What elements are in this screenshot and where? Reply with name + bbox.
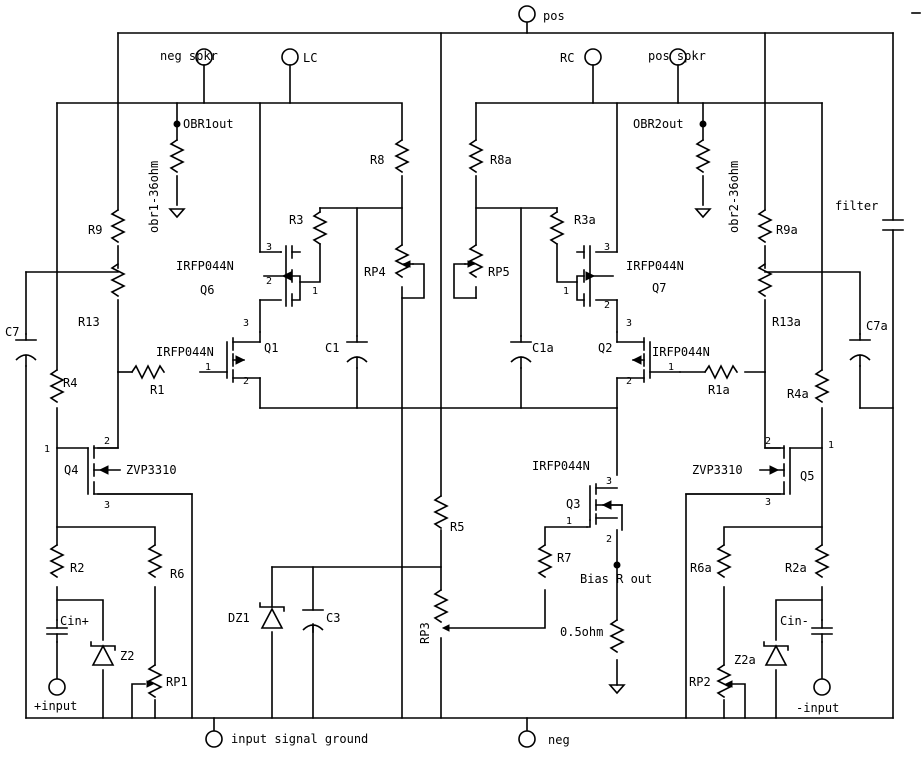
pin-number: 3 bbox=[606, 476, 612, 487]
r8a-label: R8a bbox=[490, 153, 512, 167]
q2-part-label: IRFP044N bbox=[652, 345, 710, 359]
dz1-label: DZ1 bbox=[228, 611, 250, 625]
bias-out-label: Bias R out bbox=[580, 572, 652, 586]
pin-number: 1 bbox=[828, 440, 834, 451]
q3-label: Q3 bbox=[566, 497, 580, 511]
terminals bbox=[48, 5, 831, 748]
obr2-label: obr2-36ohm bbox=[727, 161, 741, 233]
z2-label: Z2 bbox=[120, 649, 134, 663]
rp3-label: RP3 bbox=[418, 622, 432, 644]
obr1-label: obr1-36ohm bbox=[147, 161, 161, 233]
q6-label: Q6 bbox=[200, 283, 214, 297]
q4-part-label: ZVP3310 bbox=[126, 463, 177, 477]
pin-number: 3 bbox=[104, 500, 110, 511]
capacitors bbox=[15, 219, 904, 643]
c1a-label: C1a bbox=[532, 341, 554, 355]
pin-number: 1 bbox=[44, 444, 50, 455]
pin-number: 1 bbox=[566, 516, 572, 527]
r6-label: R6 bbox=[170, 567, 184, 581]
rp4-label: RP4 bbox=[364, 265, 386, 279]
c1-label: C1 bbox=[325, 341, 339, 355]
pin-number: 3 bbox=[765, 497, 771, 508]
obr1out-label: OBR1out bbox=[183, 117, 234, 131]
half-ohm-label: 0.5ohm bbox=[560, 625, 603, 639]
input-ground-label: input signal ground bbox=[231, 732, 368, 746]
pin-number: 3 bbox=[243, 318, 249, 329]
r7-label: R7 bbox=[557, 551, 571, 565]
wiring bbox=[25, 22, 894, 731]
junction-dots bbox=[173, 120, 707, 569]
plus-input-label: +input bbox=[34, 699, 77, 713]
filter-label: filter bbox=[835, 199, 878, 213]
neg-label: neg bbox=[548, 733, 570, 747]
pin-number: 3 bbox=[604, 242, 610, 253]
q2-label: Q2 bbox=[598, 341, 612, 355]
cin-plus-label: Cin+ bbox=[60, 614, 89, 628]
r1a-label: R1a bbox=[708, 383, 730, 397]
pin-number: 2 bbox=[604, 300, 610, 311]
potentiometers bbox=[146, 244, 733, 698]
r4a-label: R4a bbox=[787, 387, 809, 401]
q4-label: Q4 bbox=[64, 463, 78, 477]
pos-label: pos bbox=[543, 9, 565, 23]
q5-label: Q5 bbox=[800, 469, 814, 483]
q3-part-label: IRFP044N bbox=[532, 459, 590, 473]
r5-label: R5 bbox=[450, 520, 464, 534]
r6a-label: R6a bbox=[690, 561, 712, 575]
q5-part-label: ZVP3310 bbox=[692, 463, 743, 477]
pin-number: 2 bbox=[266, 276, 272, 287]
q1-label: Q1 bbox=[264, 341, 278, 355]
r2-label: R2 bbox=[70, 561, 84, 575]
q6-part-label: IRFP044N bbox=[176, 259, 234, 273]
rp2-label: RP2 bbox=[689, 675, 711, 689]
q1-part-label: IRFP044N bbox=[156, 345, 214, 359]
pin-number: 1 bbox=[563, 286, 569, 297]
c7-label: C7 bbox=[5, 325, 19, 339]
c7a-label: C7a bbox=[866, 319, 888, 333]
z2a-label: Z2a bbox=[734, 653, 756, 667]
pin-number: 2 bbox=[104, 436, 110, 447]
r9a-label: R9a bbox=[776, 223, 798, 237]
rp1-label: RP1 bbox=[166, 675, 188, 689]
obr2out-label: OBR2out bbox=[633, 117, 684, 131]
pin-number: 1 bbox=[668, 362, 674, 373]
zener-diodes bbox=[90, 602, 789, 666]
q7-part-label: IRFP044N bbox=[626, 259, 684, 273]
pos-spkr-label: pos spkr bbox=[648, 49, 706, 63]
c3-label: C3 bbox=[326, 611, 340, 625]
rp5-label: RP5 bbox=[488, 265, 510, 279]
r13-label: R13 bbox=[78, 315, 100, 329]
neg-spkr-label: neg spkr bbox=[160, 49, 218, 63]
q7-label: Q7 bbox=[652, 281, 666, 295]
mosfets bbox=[87, 245, 791, 528]
r3a-label: R3a bbox=[574, 213, 596, 227]
rc-label: RC bbox=[560, 51, 574, 65]
pin-number: 2 bbox=[243, 376, 249, 387]
minus-input-label: -input bbox=[796, 701, 839, 715]
lc-label: LC bbox=[303, 51, 317, 65]
pin-number: 3 bbox=[626, 318, 632, 329]
r4-label: R4 bbox=[63, 376, 77, 390]
r2a-label: R2a bbox=[785, 561, 807, 575]
r13a-label: R13a bbox=[772, 315, 801, 329]
pin-number: 2 bbox=[765, 436, 771, 447]
r9-label: R9 bbox=[88, 223, 102, 237]
cin-minus-label: Cin- bbox=[780, 614, 809, 628]
labels: pos neg neg spkr pos spkr LC RC +input -… bbox=[5, 9, 888, 747]
pin-number: 1 bbox=[205, 362, 211, 373]
pin-number: 2 bbox=[606, 534, 612, 545]
r8-label: R8 bbox=[370, 153, 384, 167]
pin-number: 1 bbox=[312, 286, 318, 297]
r1-label: R1 bbox=[150, 383, 164, 397]
r3-label: R3 bbox=[289, 213, 303, 227]
pin-number: 3 bbox=[266, 242, 272, 253]
pin-number: 2 bbox=[626, 376, 632, 387]
